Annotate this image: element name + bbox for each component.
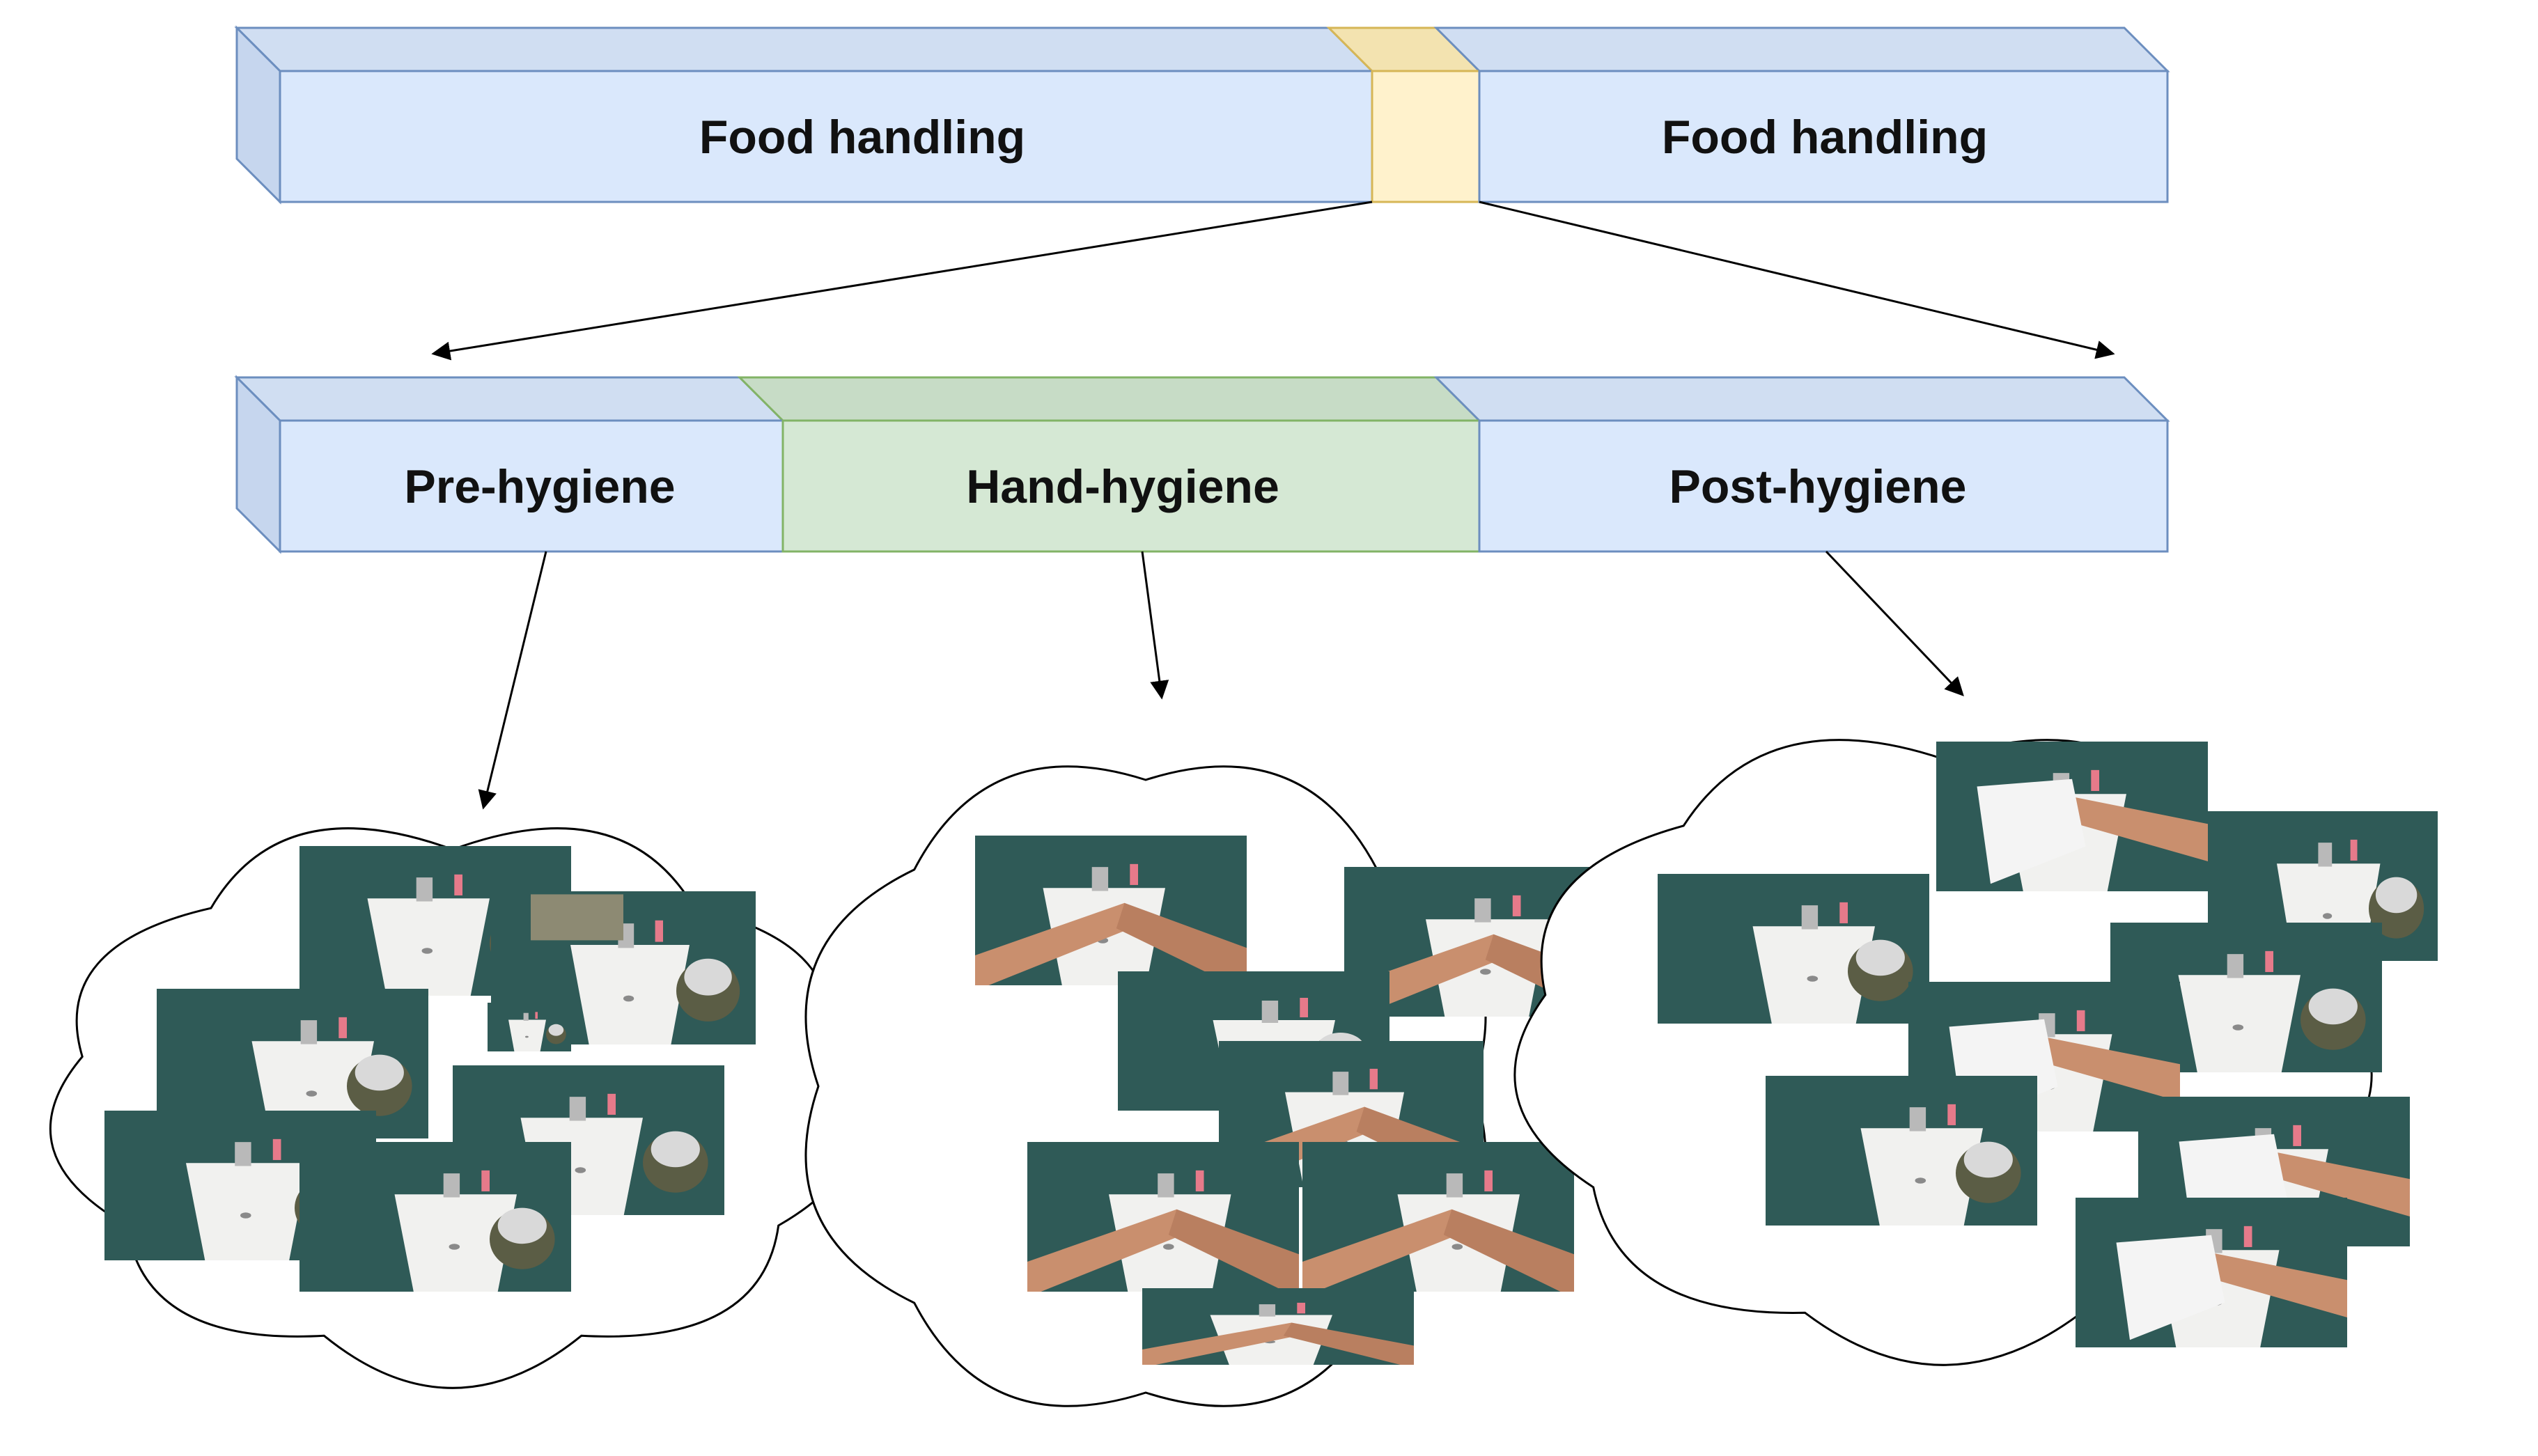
top-timeline-bar: Food handling Food handling	[234, 25, 2170, 205]
video-frame-thumbnail	[1027, 1142, 1299, 1292]
food-handling-left-segment	[279, 70, 1373, 203]
food-handling-gap-segment	[1371, 70, 1481, 203]
video-frame-thumbnail	[1766, 1076, 2037, 1226]
video-frame-thumbnail	[975, 836, 1247, 985]
hand-hygiene-frame-collage	[975, 836, 1616, 1365]
post-hygiene-cloud	[1513, 739, 2438, 1366]
top-bar-left-top-face	[234, 26, 1375, 72]
food-handling-right-label: Food handling	[1662, 111, 1988, 164]
pre-hygiene-segment	[279, 419, 784, 553]
video-frame-thumbnail	[1142, 1288, 1414, 1365]
video-frame-thumbnail	[488, 1003, 571, 1051]
video-frame-thumbnail	[1302, 1142, 1574, 1292]
zoom-arrow-left	[431, 201, 1373, 361]
video-frame-thumbnail	[299, 1142, 571, 1292]
zoom-arrow-right	[1479, 201, 2115, 359]
post-hygiene-segment	[1478, 419, 2169, 553]
post-hygiene-frame-collage	[1658, 742, 2438, 1347]
pre-hygiene-arrow	[478, 551, 547, 810]
mid-bar-post-top-face	[1433, 376, 2170, 422]
hygiene-phase-bar: Pre-hygiene Hand-hygiene Post-hygiene	[234, 375, 2170, 554]
post-hygiene-label: Post-hygiene	[1669, 460, 1967, 513]
hand-hygiene-cloud	[804, 765, 1616, 1407]
food-handling-left-label: Food handling	[699, 111, 1025, 164]
food-handling-right-segment	[1478, 70, 2169, 203]
video-frame-thumbnail	[2076, 1198, 2347, 1347]
video-frame-thumbnail	[1658, 874, 1929, 1024]
video-frame-thumbnail	[1936, 742, 2208, 891]
pre-hygiene-cloud	[49, 827, 857, 1389]
mid-bar-hand-top-face	[737, 376, 1482, 422]
top-bar-right-top-face	[1433, 26, 2170, 72]
post-hygiene-arrow	[1825, 550, 1964, 696]
mid-bar-pre-top-face	[234, 376, 786, 422]
hand-hygiene-label: Hand-hygiene	[966, 460, 1279, 513]
pre-hygiene-frame-collage	[104, 846, 756, 1292]
pre-hygiene-label: Pre-hygiene	[404, 460, 675, 513]
video-frame-thumbnail	[1908, 982, 2180, 1132]
hand-hygiene-arrow	[1141, 551, 1169, 700]
